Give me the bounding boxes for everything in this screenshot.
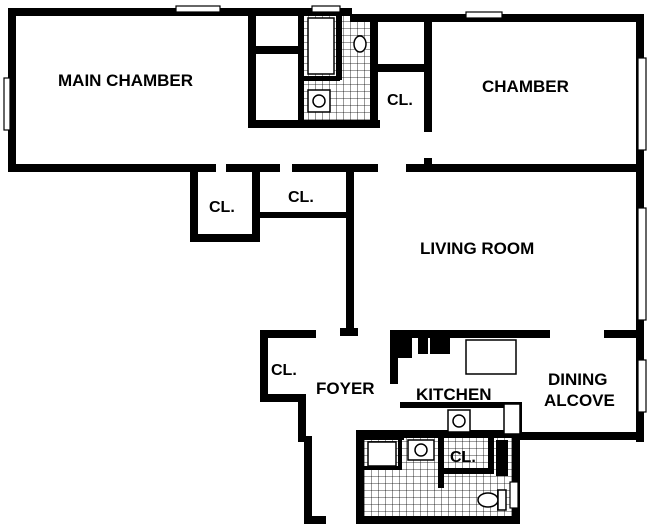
toilet-1 bbox=[353, 35, 367, 53]
windows bbox=[3, 5, 647, 509]
window-chamber-top bbox=[465, 11, 503, 19]
label-alcove: ALCOVE bbox=[544, 391, 615, 410]
label-dining: DINING bbox=[548, 370, 608, 389]
label-closet-main-2: CL. bbox=[288, 189, 314, 206]
toilet-2-tank bbox=[497, 489, 507, 511]
window-main-chamber-top bbox=[175, 5, 221, 13]
window-dining-right bbox=[637, 359, 647, 413]
window-bath2-right bbox=[509, 481, 519, 509]
label-foyer: FOYER bbox=[316, 379, 375, 398]
label-closet-main-1: CL. bbox=[209, 199, 235, 216]
bathtub bbox=[307, 17, 335, 75]
sink-1-basin bbox=[312, 94, 326, 108]
window-living-right bbox=[637, 207, 647, 321]
label-chamber: CHAMBER bbox=[482, 77, 569, 96]
sink-2-basin bbox=[414, 443, 428, 457]
bath2-shower bbox=[367, 441, 397, 467]
fixtures bbox=[307, 17, 521, 511]
kitchen-sink-basin bbox=[452, 414, 466, 428]
label-kitchen: KITCHEN bbox=[416, 385, 492, 404]
label-closet-chamber: CL. bbox=[387, 92, 413, 109]
kitchen-counter bbox=[465, 339, 517, 375]
label-living-room: LIVING ROOM bbox=[420, 239, 534, 258]
window-chamber-right bbox=[637, 57, 647, 151]
label-main-chamber: MAIN CHAMBER bbox=[58, 71, 193, 90]
label-closet-bath: CL. bbox=[450, 449, 476, 466]
room-labels: MAIN CHAMBER CHAMBER LIVING ROOM FOYER K… bbox=[58, 71, 615, 466]
refrigerator bbox=[503, 403, 521, 435]
window-main-chamber-left bbox=[3, 77, 11, 131]
label-closet-foyer: CL. bbox=[271, 362, 297, 379]
window-bath-top bbox=[311, 5, 341, 13]
toilet-2 bbox=[477, 492, 499, 508]
